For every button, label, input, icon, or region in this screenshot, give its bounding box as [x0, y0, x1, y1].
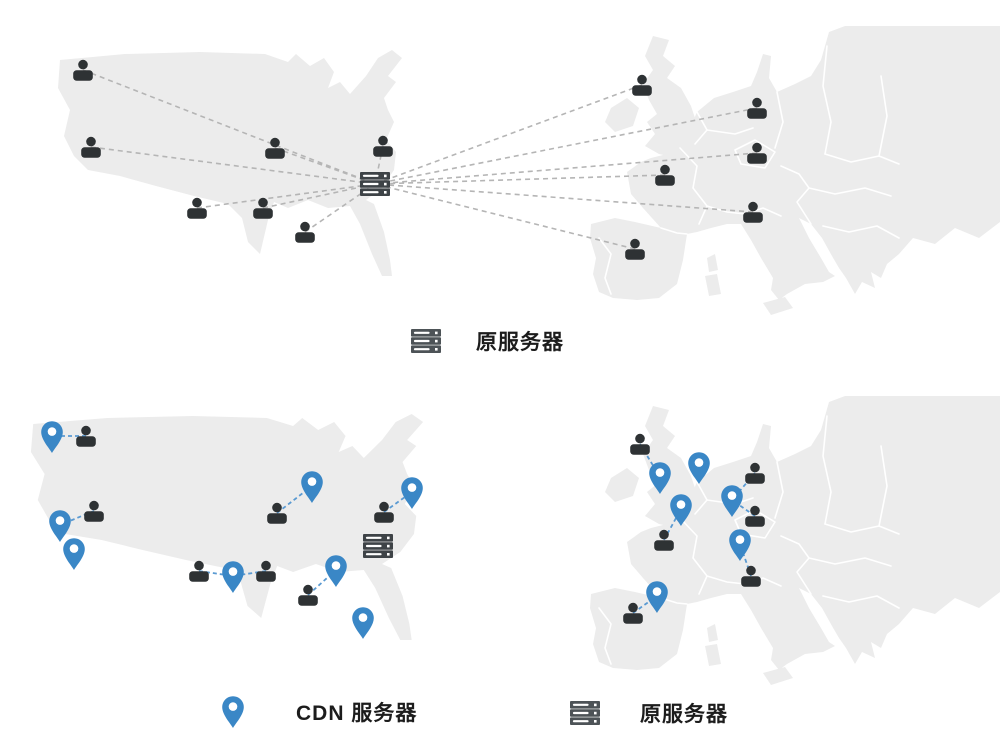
origin-server-icon: [568, 699, 602, 727]
user-icon: [630, 433, 650, 455]
origin-server-icon: [358, 170, 392, 198]
connection-line: [196, 183, 376, 209]
connection-line: [232, 570, 267, 577]
cdn-pin-icon: [222, 696, 244, 728]
legend-origin-server-bottom: 原服务器: [568, 698, 728, 728]
legend-origin-server-bottom-label: 原服务器: [640, 703, 728, 726]
legend-origin-server-top-label: 原服务器: [476, 331, 564, 354]
cdn-pin-icon: [325, 555, 347, 587]
connection-line: [90, 146, 376, 185]
user-icon: [295, 221, 315, 243]
connection-line: [374, 152, 758, 185]
europe-map-top: [589, 25, 1000, 316]
legend-origin-server-top: 原服务器: [408, 326, 564, 356]
origin-server-icon: [361, 532, 395, 560]
scene-with-cdn: [41, 421, 765, 639]
connection-line: [374, 84, 643, 185]
legend-cdn-server-label: CDN 服务器: [296, 702, 418, 725]
connection-line: [262, 183, 376, 209]
connection-line: [374, 183, 636, 250]
connection-line: [374, 183, 754, 213]
user-icon: [187, 197, 207, 219]
scene-without-cdn: [73, 59, 767, 260]
usa-map-bottom: [30, 414, 424, 640]
cdn-pin-icon: [222, 561, 244, 593]
connection-line: [82, 69, 376, 185]
connection-line: [374, 174, 666, 185]
usa-map-top: [58, 50, 402, 276]
europe-map-bottom: [589, 395, 1000, 686]
cdn-pin-icon: [352, 607, 374, 639]
cdn-pin-icon: [49, 510, 71, 542]
origin-server-icon: [409, 327, 443, 355]
connection-line: [374, 107, 758, 185]
connection-line: [374, 145, 384, 185]
cdn-pin-icon: [63, 538, 85, 570]
legend-cdn-server: CDN 服务器: [220, 694, 417, 730]
